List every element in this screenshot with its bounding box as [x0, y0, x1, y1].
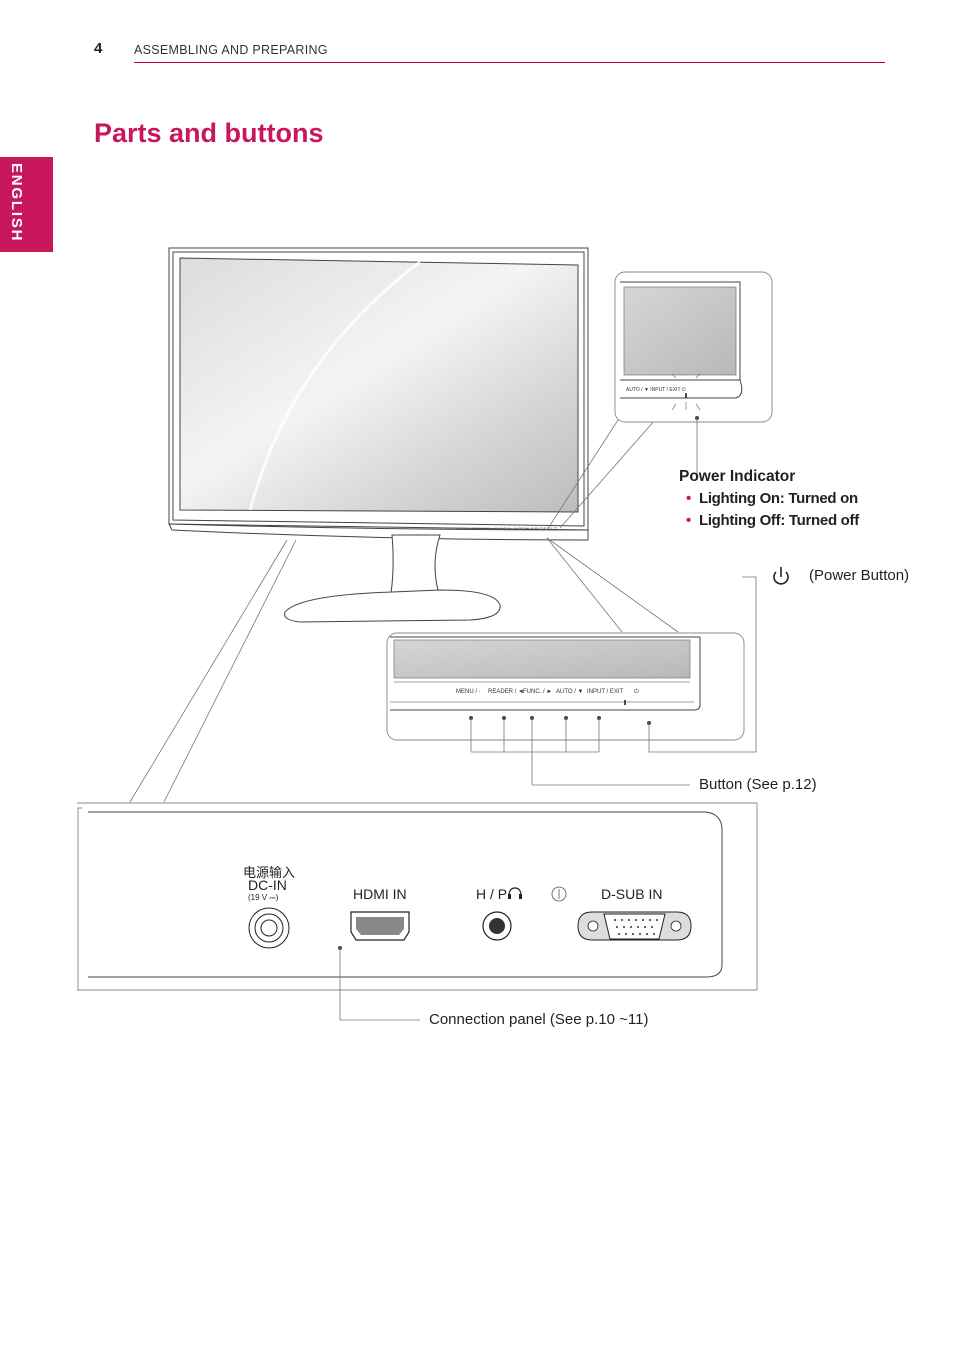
svg-text:INPUT / EXIT: INPUT / EXIT — [587, 689, 624, 695]
connection-panel-label: Connection panel (See p.10 ~11) — [429, 1011, 649, 1028]
front-button-text: MENU/ · READER/◄ FUNC./► AUTO/▼ INPUT/EX… — [456, 526, 558, 531]
dc-in-label: DC-IN — [248, 877, 287, 893]
power-indicator-heading: Power Indicator — [679, 468, 796, 485]
svg-text:AUTO / ▼ INPUT / EXIT ⏻: AUTO / ▼ INPUT / EXIT ⏻ — [626, 387, 686, 393]
dc-in-chinese-label: 电源输入 — [243, 865, 296, 880]
button-label: Button (See p.12) — [699, 776, 817, 793]
svg-text:⏻: ⏻ — [634, 688, 639, 695]
svg-text:FUNC. / ►: FUNC. / ► — [523, 689, 552, 695]
dc-in-rating: (19 V ⎓) — [248, 893, 279, 902]
page-title: Parts and buttons — [94, 118, 324, 148]
power-button-label: (Power Button) — [809, 567, 910, 584]
section-label: ASSEMBLING AND PREPARING — [134, 43, 328, 57]
power-indicator-inset: AUTO / ▼ INPUT / EXIT ⏻ — [614, 271, 773, 478]
page-number: 4 — [94, 40, 103, 57]
monitor-screen — [179, 257, 579, 513]
header-rule — [134, 62, 885, 63]
language-label: ENGLISH — [8, 163, 25, 243]
language-tab: ENGLISH — [0, 157, 53, 252]
connection-panel — [77, 802, 758, 1021]
inset-menu-label: MENU / · — [456, 689, 481, 695]
dsub-label: D-SUB IN — [601, 886, 663, 902]
button-panel-inset: MENU / · READER / ◄ FUNC. / ► AUTO / ▼ I… — [386, 576, 757, 786]
power-icon — [773, 567, 789, 585]
svg-text:AUTO / ▼: AUTO / ▼ — [556, 689, 584, 695]
hdmi-label: HDMI IN — [353, 886, 407, 902]
svg-text:READER / ◄: READER / ◄ — [488, 689, 524, 695]
power-indicator-item-on: •Lighting On: Turned on — [686, 490, 858, 507]
headphone-label: H / P — [476, 886, 508, 902]
power-indicator-item-off: •Lighting Off: Turned off — [686, 512, 859, 529]
